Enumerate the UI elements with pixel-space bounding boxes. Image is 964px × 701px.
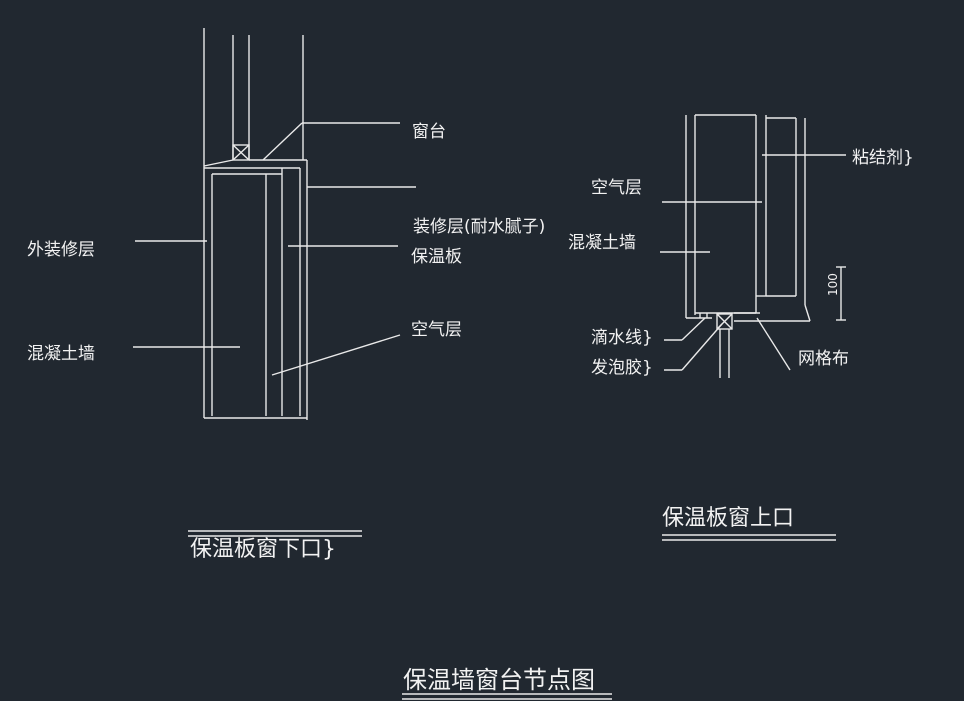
main-title: 保温墙窗台节点图 xyxy=(403,666,595,694)
left-detail: 窗台 装修层(耐水腻子) 保温板 空气层 外装修层 混凝土墙 保温板窗下口} xyxy=(27,28,545,562)
label-air-layer: 空气层 xyxy=(411,320,462,340)
dimension-100: 100 xyxy=(826,273,840,296)
label-air-layer-right: 空气层 xyxy=(591,178,642,198)
right-detail-title: 保温板窗上口 xyxy=(662,506,794,531)
label-concrete-wall-right: 混凝土墙 xyxy=(568,233,636,253)
label-concrete-wall: 混凝土墙 xyxy=(27,344,95,364)
label-mesh-cloth: 网格布 xyxy=(798,349,849,369)
label-adhesive: 粘结剂} xyxy=(852,148,914,168)
right-detail: 100 粘结剂} 空气层 混凝土墙 滴水线} 发泡胶} 网格布 保温板窗上口 xyxy=(568,114,914,541)
left-detail-title: 保温板窗下口} xyxy=(190,537,336,562)
label-foam-glue: 发泡胶} xyxy=(591,358,653,378)
label-window-sill: 窗台 xyxy=(412,122,446,142)
main-title-group: 保温墙窗台节点图 xyxy=(402,666,612,700)
label-exterior-finish: 外装修层 xyxy=(27,240,95,260)
label-drip-line: 滴水线} xyxy=(591,328,653,348)
label-finish-layer-putty: 装修层(耐水腻子) xyxy=(413,217,545,237)
label-insulation-board: 保温板 xyxy=(411,247,462,267)
